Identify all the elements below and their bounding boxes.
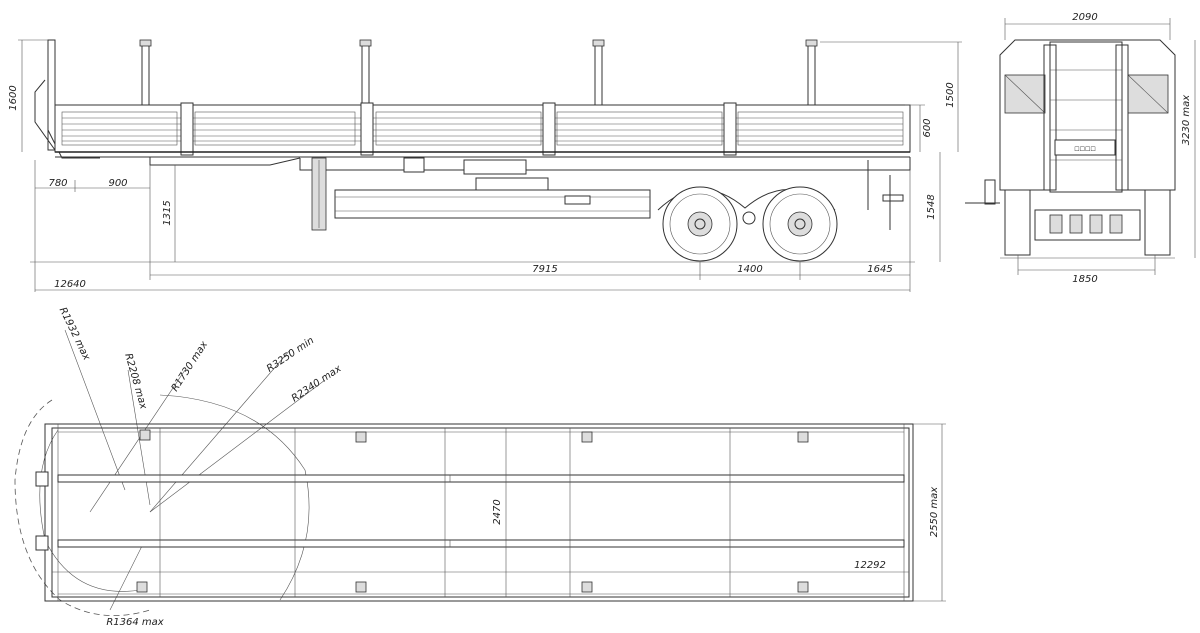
dim-side-height: 600 [922, 118, 933, 137]
rear-view: 2090 ☐☐☐☐ 1850 3230 max [965, 12, 1196, 285]
dim-coupling-height: 1315 [162, 200, 173, 225]
dim-radius-1730: R1730 max [170, 340, 211, 394]
dim-radius-front: R1932 max [57, 306, 92, 362]
svg-text:☐☐☐☐: ☐☐☐☐ [1074, 146, 1096, 153]
dim-platform-length: 12292 [854, 560, 886, 571]
side-view: 1600 780 900 1315 7915 1400 1645 12640 6… [8, 39, 962, 292]
dim-overall-length: 12640 [54, 279, 86, 290]
chassis-frame [149, 157, 911, 231]
dim-overall-height: 3230 max [1181, 95, 1192, 145]
dim-stake-height: 1600 [8, 85, 19, 110]
dim-track-width: 1850 [1072, 274, 1097, 285]
dim-deck-height: 1548 [926, 194, 937, 219]
front-bulkhead [34, 39, 100, 159]
dim-radius-3250: R3250 min [265, 335, 316, 375]
top-view: R1932 max R2208 max R1730 max R3250 min … [14, 306, 946, 628]
dim-overall-width: 2090 [1072, 12, 1097, 23]
dim-stake-height-rear: 1500 [945, 82, 956, 107]
dim-front-overhang-b: 900 [108, 178, 127, 189]
dim-axle-spacing: 1400 [737, 264, 762, 275]
wheels [657, 186, 838, 262]
dim-radius-2340: R2340 max [290, 363, 344, 404]
dim-outer-width: 2550 max [929, 487, 940, 537]
dim-inner-width: 2470 [492, 499, 503, 524]
stakes [139, 39, 818, 106]
dim-radius-2208: R2208 max [122, 352, 148, 410]
dim-rear-overhang: 1645 [867, 264, 892, 275]
side-boards [54, 102, 911, 158]
dim-base-length: 7915 [532, 264, 557, 275]
dim-front-overhang-a: 780 [48, 178, 67, 189]
dim-radius-1364: R1364 max [106, 617, 163, 628]
